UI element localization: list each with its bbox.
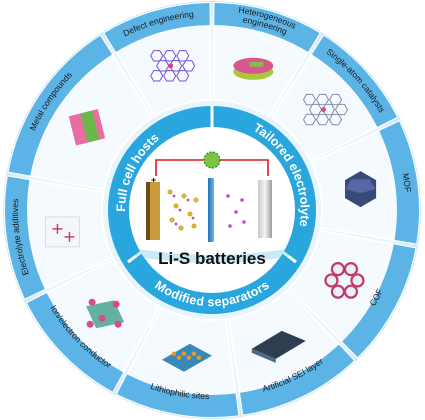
electrolyte-shading [132, 248, 292, 263]
ring-divider-right [279, 248, 297, 264]
segment-band-cof [342, 244, 416, 358]
segment-band-metal_compounds [8, 35, 113, 176]
segment-band-electrolyte_additives [4, 176, 45, 299]
battery-schematic: + – [132, 151, 292, 263]
cathode-collector [146, 182, 150, 240]
segment-band-ion_electron [27, 293, 124, 392]
illustration-ion_electron [86, 298, 125, 329]
separator [208, 178, 214, 242]
ring-divider-left [127, 248, 145, 264]
segment-band-single_atom [311, 35, 397, 127]
illustration-metal_compounds [68, 109, 106, 146]
load-bulb [203, 151, 221, 169]
lithium-ions [172, 194, 246, 228]
lithium-anode [258, 180, 272, 238]
segment-band-lithiophilic [117, 374, 239, 417]
illustration-lithiophilic [161, 343, 212, 372]
segment-label-mof: MOF [401, 172, 414, 192]
segment-band-hetero [214, 3, 320, 52]
illustration-mof [345, 171, 377, 208]
segment-band-sei [239, 344, 354, 415]
polysulfide-species [167, 189, 199, 231]
illustration-defect [150, 50, 196, 82]
center-title: Li-S batteries [158, 249, 266, 268]
illustration-hetero [233, 57, 274, 80]
segment-band-defect [104, 3, 210, 52]
illustration-electrolyte_additives [44, 216, 80, 248]
illustration-cof [324, 262, 365, 299]
plus-sign: + [151, 175, 156, 185]
illustration-sei [251, 330, 306, 363]
illustration-single_atom [302, 93, 349, 126]
segment-band-mof [379, 121, 420, 244]
